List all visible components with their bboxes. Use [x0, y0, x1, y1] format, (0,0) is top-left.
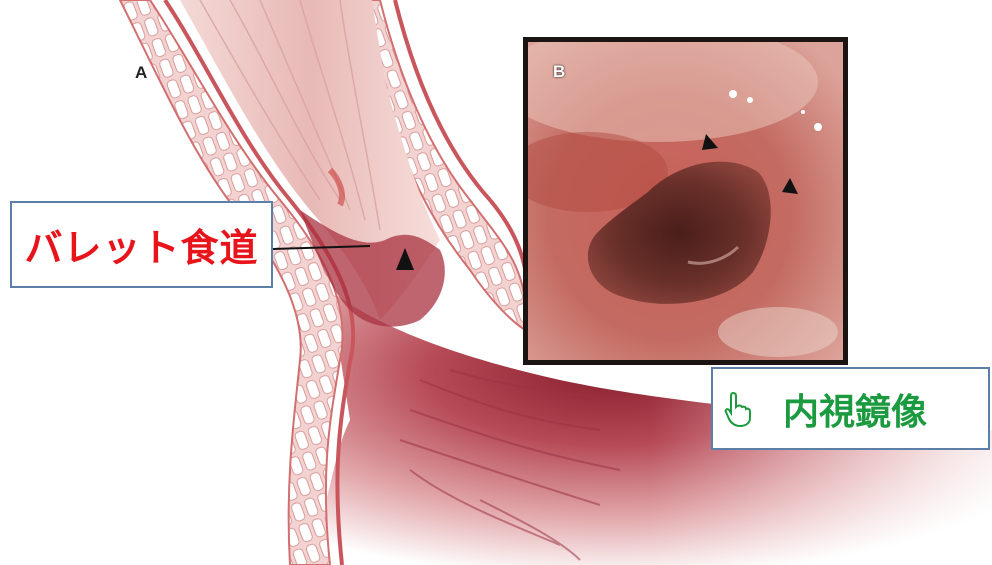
panel-a-label: A	[135, 63, 147, 83]
panel-b-label: B	[553, 62, 565, 82]
endoscopy-label: 内視鏡像	[783, 383, 927, 435]
barrett-esophagus-callout: バレット食道	[10, 201, 273, 288]
endoscopy-image	[523, 37, 848, 365]
barrett-esophagus-label: バレット食道	[24, 217, 258, 272]
endoscopy-callout: 内視鏡像	[711, 367, 990, 450]
pointing-hand-icon	[723, 391, 753, 427]
